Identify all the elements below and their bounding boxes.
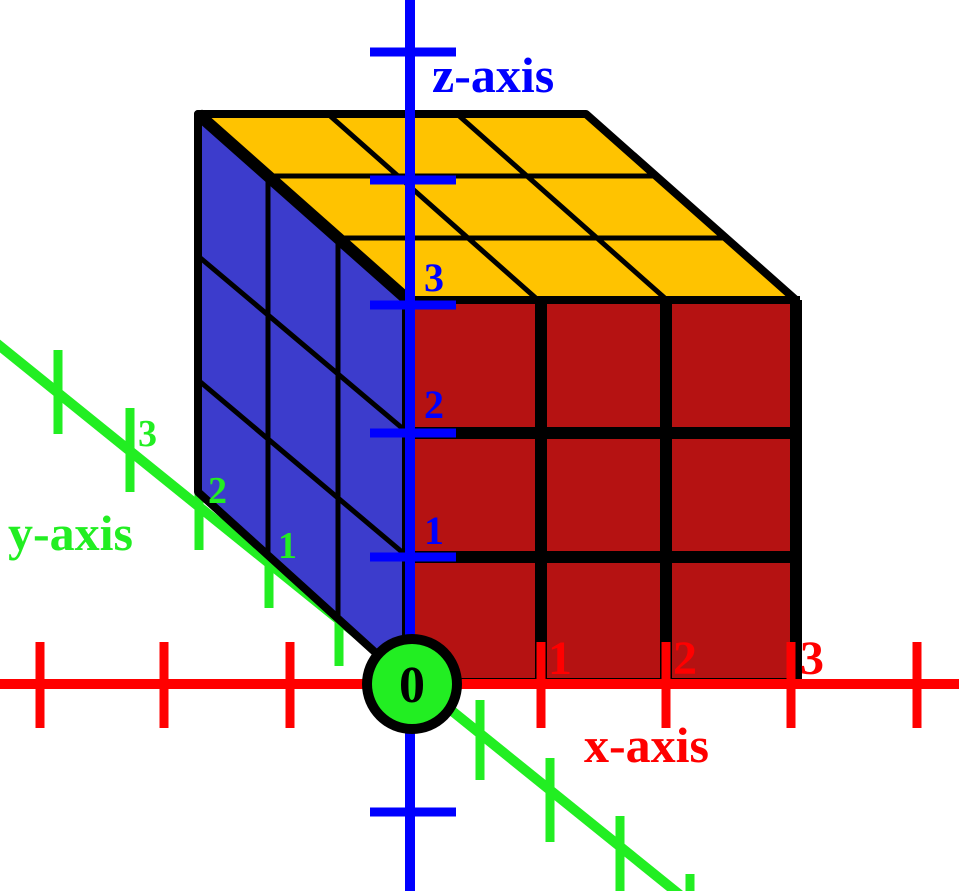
z-tick-label-2: 2	[424, 382, 444, 427]
y-axis-label: y-axis	[8, 505, 133, 561]
origin-label: 0	[399, 657, 425, 714]
rubiks-cube	[194, 109, 802, 686]
z-axis	[370, 0, 456, 891]
x-tick-label-1: 1	[548, 632, 572, 685]
z-axis-label: z-axis	[432, 47, 554, 103]
x-axis	[0, 642, 959, 728]
x-tick-label-3: 3	[800, 632, 824, 685]
y-tick-label-2: 2	[208, 470, 227, 512]
top-face-grid	[268, 112, 726, 302]
origin-marker: 0	[362, 634, 462, 734]
side-face-grid	[196, 176, 410, 620]
x-axis-label: x-axis	[584, 717, 709, 773]
y-tick-label-1: 1	[278, 525, 297, 567]
front-face-grid	[408, 300, 796, 682]
x-tick-label-2: 2	[673, 632, 697, 685]
z-tick-label-1: 1	[424, 508, 444, 553]
cube-front-face	[404, 296, 800, 686]
y-tick-label-3: 3	[138, 413, 157, 455]
cube-edge	[194, 109, 412, 305]
z-tick-label-3: 3	[424, 255, 444, 300]
